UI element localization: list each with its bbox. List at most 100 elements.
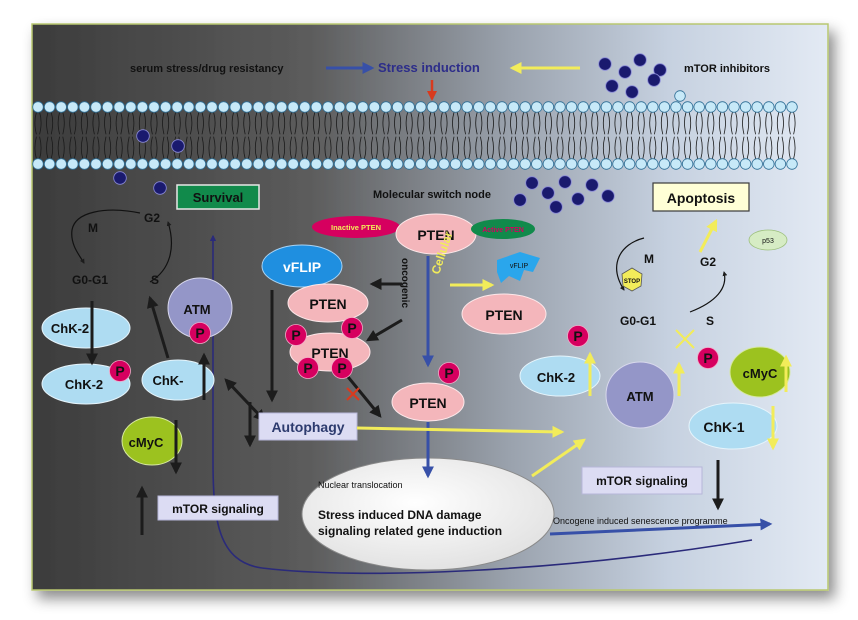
lipid-tail	[607, 136, 610, 159]
lipid-tail	[556, 136, 559, 159]
lipid-head	[473, 101, 485, 113]
lipid-tail	[440, 136, 443, 159]
lipid-tail	[695, 112, 698, 135]
lipid-tail	[486, 136, 490, 159]
lipid-tail	[155, 136, 158, 159]
atm-survival-label: ATM	[183, 302, 210, 317]
lipid-tail	[74, 112, 77, 135]
lipid-tail	[626, 136, 629, 159]
lipid-head	[554, 101, 566, 113]
mtor-apoptosis-box	[581, 466, 703, 495]
lipid-head	[345, 158, 357, 170]
lipid-head	[333, 158, 346, 170]
lipid-tail	[707, 136, 710, 159]
phospho-marker-label: P	[291, 327, 300, 343]
lipid-tail	[591, 112, 594, 135]
chk2-survival-top-label: ChK-2	[51, 321, 89, 336]
lipid-head	[705, 158, 717, 170]
lipid-tail	[347, 112, 350, 135]
lipid-tail	[289, 112, 292, 135]
lipid-tail	[510, 136, 513, 159]
lipid-head	[368, 158, 381, 170]
nuclear-translocation-label: Nuclear translocation	[318, 480, 403, 490]
lipid-tail	[533, 136, 536, 159]
lipid-head	[496, 158, 508, 170]
lipid-head	[275, 158, 288, 170]
lipid-tail	[549, 136, 552, 159]
lipid-tail	[742, 112, 745, 135]
survival-box	[176, 184, 260, 210]
chk1-apoptosis-label: ChK-1	[703, 419, 744, 435]
active-pten	[471, 219, 535, 239]
lipid-head	[473, 158, 485, 170]
lipid-head	[345, 101, 357, 113]
lipid-tail	[394, 112, 397, 135]
lipid-tail	[370, 136, 374, 159]
lipid-head	[565, 101, 578, 113]
lipid-tail	[294, 112, 297, 135]
lipid-head	[287, 101, 299, 113]
lipid-tail	[480, 136, 483, 159]
apoptosis-arrows	[584, 218, 792, 511]
apop-arc-m-g0	[616, 237, 645, 291]
lipid-tail	[452, 112, 455, 135]
lipid-head	[159, 158, 172, 170]
lipid-head	[716, 158, 729, 170]
ligand-dot	[618, 65, 632, 79]
lipid-tail	[793, 136, 796, 159]
lipid-head	[264, 158, 276, 170]
lipid-tail	[162, 112, 165, 135]
lipid-tail	[746, 136, 750, 159]
lipid-head	[415, 101, 427, 113]
stress-induction-label: Stress induction	[378, 60, 480, 75]
lipid-head	[113, 158, 125, 170]
lipid-head	[449, 101, 462, 113]
lipid-head	[507, 158, 520, 170]
oncogenic-label: oncogenic	[399, 258, 410, 308]
lipid-tail	[730, 112, 733, 135]
lipid-head	[693, 101, 705, 113]
lipid-tail	[282, 136, 286, 159]
lipid-tail	[503, 136, 506, 159]
lipid-tail	[208, 112, 211, 135]
lipid-head	[612, 158, 624, 170]
lipid-tail	[69, 112, 72, 135]
lipid-tail	[538, 136, 541, 159]
vflip	[261, 244, 343, 288]
lipid-tail	[340, 112, 344, 135]
arrow-chk-to-s	[147, 295, 170, 359]
lipid-tail	[329, 112, 332, 135]
lipid-tail	[765, 112, 768, 135]
lipid-tail	[654, 112, 657, 135]
lipid-tail	[248, 136, 251, 159]
lipid-head	[171, 101, 183, 113]
lipid-tail	[742, 136, 745, 159]
lipid-tail	[254, 112, 258, 135]
lipid-tail	[572, 112, 576, 135]
lipid-tail	[387, 136, 390, 159]
lipid-tail	[428, 112, 432, 135]
lipid-tail	[649, 112, 652, 135]
lipid-tail	[190, 136, 193, 159]
arrow-g2-to-apoptosis	[698, 218, 718, 253]
lipid-head	[310, 101, 323, 113]
pten-cellular	[461, 293, 547, 335]
lipid-tail	[498, 136, 501, 159]
lipid-head	[287, 158, 299, 170]
lipid-head	[125, 101, 137, 113]
phospho-marker-label: P	[337, 360, 346, 376]
lipid-tail	[208, 136, 211, 159]
cycle-block-x-icon	[675, 329, 695, 349]
ligand-dot	[647, 73, 661, 87]
lipid-head	[739, 158, 752, 170]
ligand-dot	[653, 63, 667, 77]
lipid-tail	[712, 112, 715, 135]
mtor-inhibitors-label: mTOR inhibitors	[684, 63, 770, 75]
lipid-tail	[213, 136, 216, 159]
lipid-head	[589, 101, 601, 113]
mtor-survival-box	[157, 495, 279, 521]
lipid-head	[299, 158, 311, 170]
lipid-tail	[294, 136, 297, 159]
ligand-dot	[571, 192, 585, 206]
pten-c-label: PTEN	[409, 395, 446, 411]
